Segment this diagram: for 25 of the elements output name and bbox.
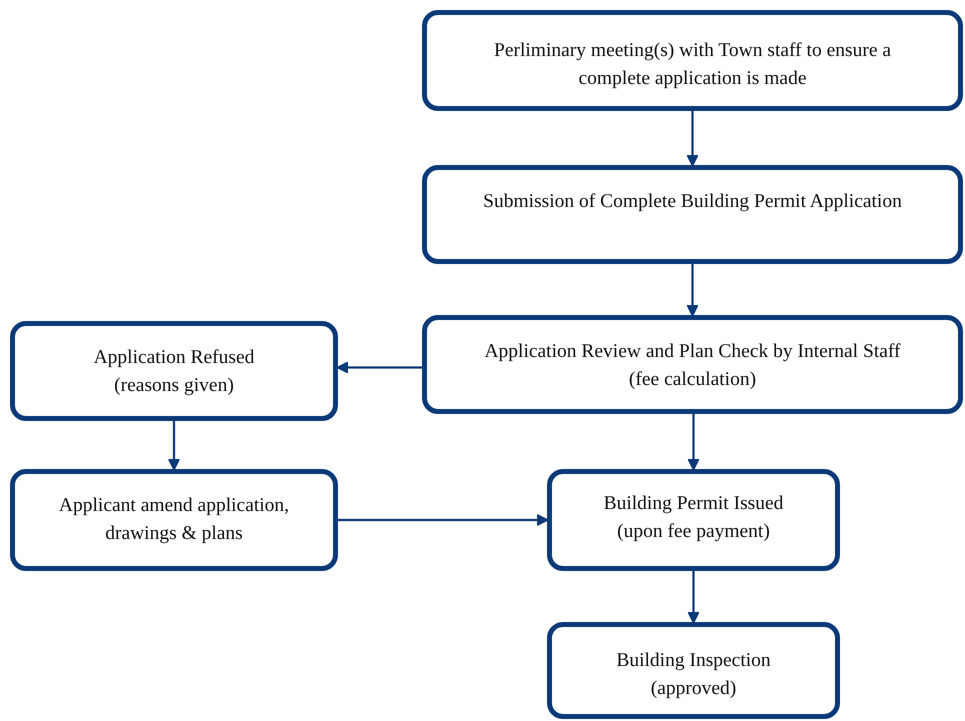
step-text: Building Inspection (616, 649, 771, 673)
process-box (10, 469, 338, 571)
arrow (687, 571, 700, 624)
step-text: Applicant amend application, drawings & plans (58, 494, 290, 546)
step-note: (fee calculation) (628, 368, 756, 392)
step-text: Application Review and Plan Check by Internal Staff (484, 340, 901, 364)
arrow (687, 414, 700, 471)
process-box (422, 10, 963, 111)
arrow (336, 361, 422, 374)
step-note: (approved) (650, 677, 736, 701)
process-box (422, 315, 963, 414)
process-box (547, 469, 840, 571)
process-box (422, 165, 963, 264)
arrow (338, 514, 549, 526)
process-box (547, 622, 840, 719)
arrow (168, 421, 180, 471)
arrow (686, 264, 699, 317)
step-text: Perliminary meeting(s) with Town staff to ensure a complete application is made (492, 39, 892, 91)
step-note: (upon fee payment) (617, 520, 770, 544)
step-text: Building Permit Issued (604, 492, 784, 516)
step-text: Submission of Complete Building Permit Application (483, 190, 902, 214)
step-text: Application Refused (94, 346, 254, 370)
process-box (10, 321, 338, 421)
arrow (686, 111, 699, 167)
step-note: (reasons given) (114, 374, 234, 398)
